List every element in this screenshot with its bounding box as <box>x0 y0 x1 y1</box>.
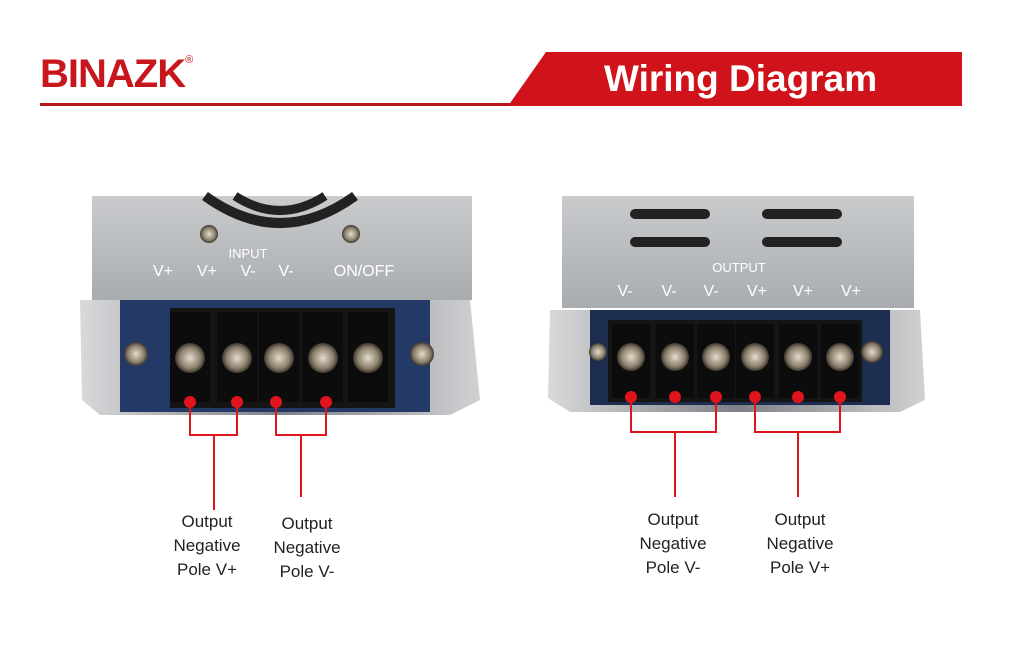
terminal-label: ON/OFF <box>334 263 395 280</box>
terminal-screw <box>222 343 252 373</box>
input-label: INPUT <box>229 246 268 261</box>
annotation-line: Negative <box>173 536 241 555</box>
connection-dot <box>625 391 637 403</box>
annotation-line: Pole V+ <box>769 558 830 577</box>
terminal-label: V- <box>661 283 676 300</box>
right-bracket-1 <box>630 397 717 497</box>
output-label: OUTPUT <box>712 260 766 275</box>
annotation-line: Output <box>281 514 333 533</box>
annotation-line: Pole V+ <box>176 560 237 579</box>
page-title: Wiring Diagram <box>604 58 878 99</box>
connection-dot <box>320 396 332 408</box>
connection-dot <box>749 391 761 403</box>
terminal-label: V- <box>278 263 293 280</box>
terminal-screw <box>308 343 338 373</box>
terminal-screw <box>175 343 205 373</box>
annotation-line: Output <box>647 510 699 529</box>
left-bracket-2 <box>275 402 327 497</box>
right-power-supply <box>548 196 925 412</box>
terminal-label: V- <box>617 283 632 300</box>
terminal-screw <box>661 343 689 371</box>
title-banner: Wiring Diagram <box>508 52 962 106</box>
terminal-screw <box>353 343 383 373</box>
connection-dot <box>710 391 722 403</box>
terminal-label: V- <box>703 283 718 300</box>
terminal-label: V+ <box>153 263 173 280</box>
annotation-line: Negative <box>273 538 341 557</box>
terminal-screw <box>741 343 769 371</box>
terminal-label: V- <box>240 263 255 280</box>
left-power-supply <box>80 191 480 415</box>
annotation-line: Negative <box>766 534 834 553</box>
connection-dot <box>792 391 804 403</box>
annotation-line: Pole V- <box>279 562 335 581</box>
brand-logo: BINAZK® <box>40 52 193 96</box>
terminal-label: V+ <box>841 283 861 300</box>
connection-dot <box>669 391 681 403</box>
terminal-screw <box>702 343 730 371</box>
annotation-line: Output <box>181 512 233 531</box>
terminal-label: V+ <box>197 263 217 280</box>
right-bracket-2 <box>754 397 841 497</box>
annotation-line: Negative <box>639 534 707 553</box>
terminal-screw <box>617 343 645 371</box>
connection-dot <box>231 396 243 408</box>
header-rule <box>40 103 520 106</box>
connection-dot <box>270 396 282 408</box>
connection-dot <box>184 396 196 408</box>
terminal-label: V+ <box>793 283 813 300</box>
left-bracket-1 <box>189 402 238 510</box>
terminal-screw <box>264 343 294 373</box>
terminal-label: V+ <box>747 283 767 300</box>
terminal-screw <box>784 343 812 371</box>
terminal-screw <box>826 343 854 371</box>
connection-dot <box>834 391 846 403</box>
wiring-lines <box>189 397 841 510</box>
annotation-line: Output <box>774 510 826 529</box>
annotation-line: Pole V- <box>645 558 701 577</box>
